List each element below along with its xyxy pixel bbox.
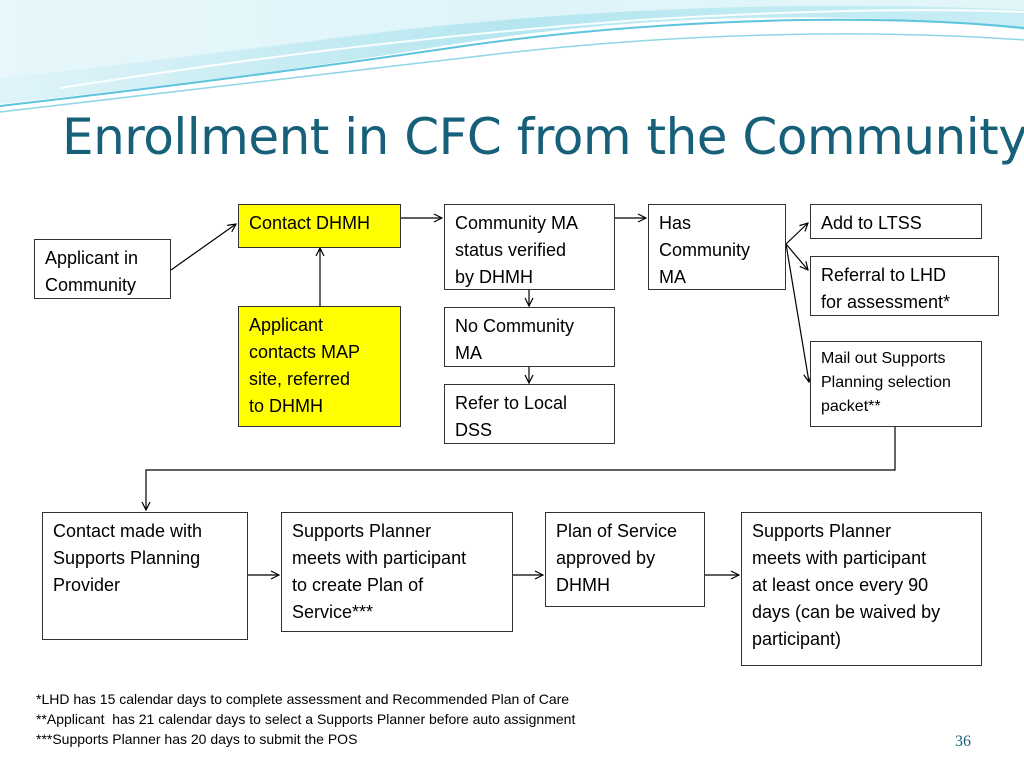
slide-number: 36 <box>955 733 971 750</box>
box-pos-approved: Plan of Service approved by DHMH <box>545 512 705 607</box>
arrow-applicant-to-contact <box>170 224 236 271</box>
box-has-community-ma: Has Community MA <box>648 204 786 290</box>
footnote-lhd: *LHD has 15 calendar days to complete as… <box>36 691 570 707</box>
box-applicant-in-community: Applicant in Community <box>34 239 171 299</box>
box-no-community-ma: No Community MA <box>444 307 615 367</box>
box-mail-out-packet: Mail out Supports Planning selection pac… <box>810 341 982 427</box>
footnotes: *LHD has 15 calendar days to complete as… <box>36 689 575 749</box>
box-refer-local-dss: Refer to Local DSS <box>444 384 615 444</box>
box-applicant-contacts-map: Applicant contacts MAP site, referred to… <box>238 306 401 427</box>
box-contact-supports-provider: Contact made with Supports Planning Prov… <box>42 512 248 640</box>
box-contact-dhmh: Contact DHMH <box>238 204 401 248</box>
box-planner-meets-90-days: Supports Planner meets with participant … <box>741 512 982 666</box>
arrow-has-ma-to-ltss <box>785 223 808 245</box>
arrow-mailout-to-provider <box>146 427 896 510</box>
footnote-planner: ***Supports Planner has 20 days to submi… <box>36 731 358 747</box>
box-planner-creates-pos: Supports Planner meets with participant … <box>281 512 513 632</box>
header-wave-decoration <box>0 0 1024 113</box>
arrow-has-ma-to-lhd <box>785 243 808 270</box>
slide-title: Enrollment in CFC from the Community <box>62 108 1024 166</box>
box-referral-to-lhd: Referral to LHD for assessment* <box>810 256 999 316</box>
box-community-ma-verified: Community MA status verified by DHMH <box>444 204 615 290</box>
arrow-has-ma-to-mailout <box>785 243 809 382</box>
footnote-applicant: **Applicant has 21 calendar days to sele… <box>36 711 576 727</box>
box-add-to-ltss: Add to LTSS <box>810 204 982 239</box>
